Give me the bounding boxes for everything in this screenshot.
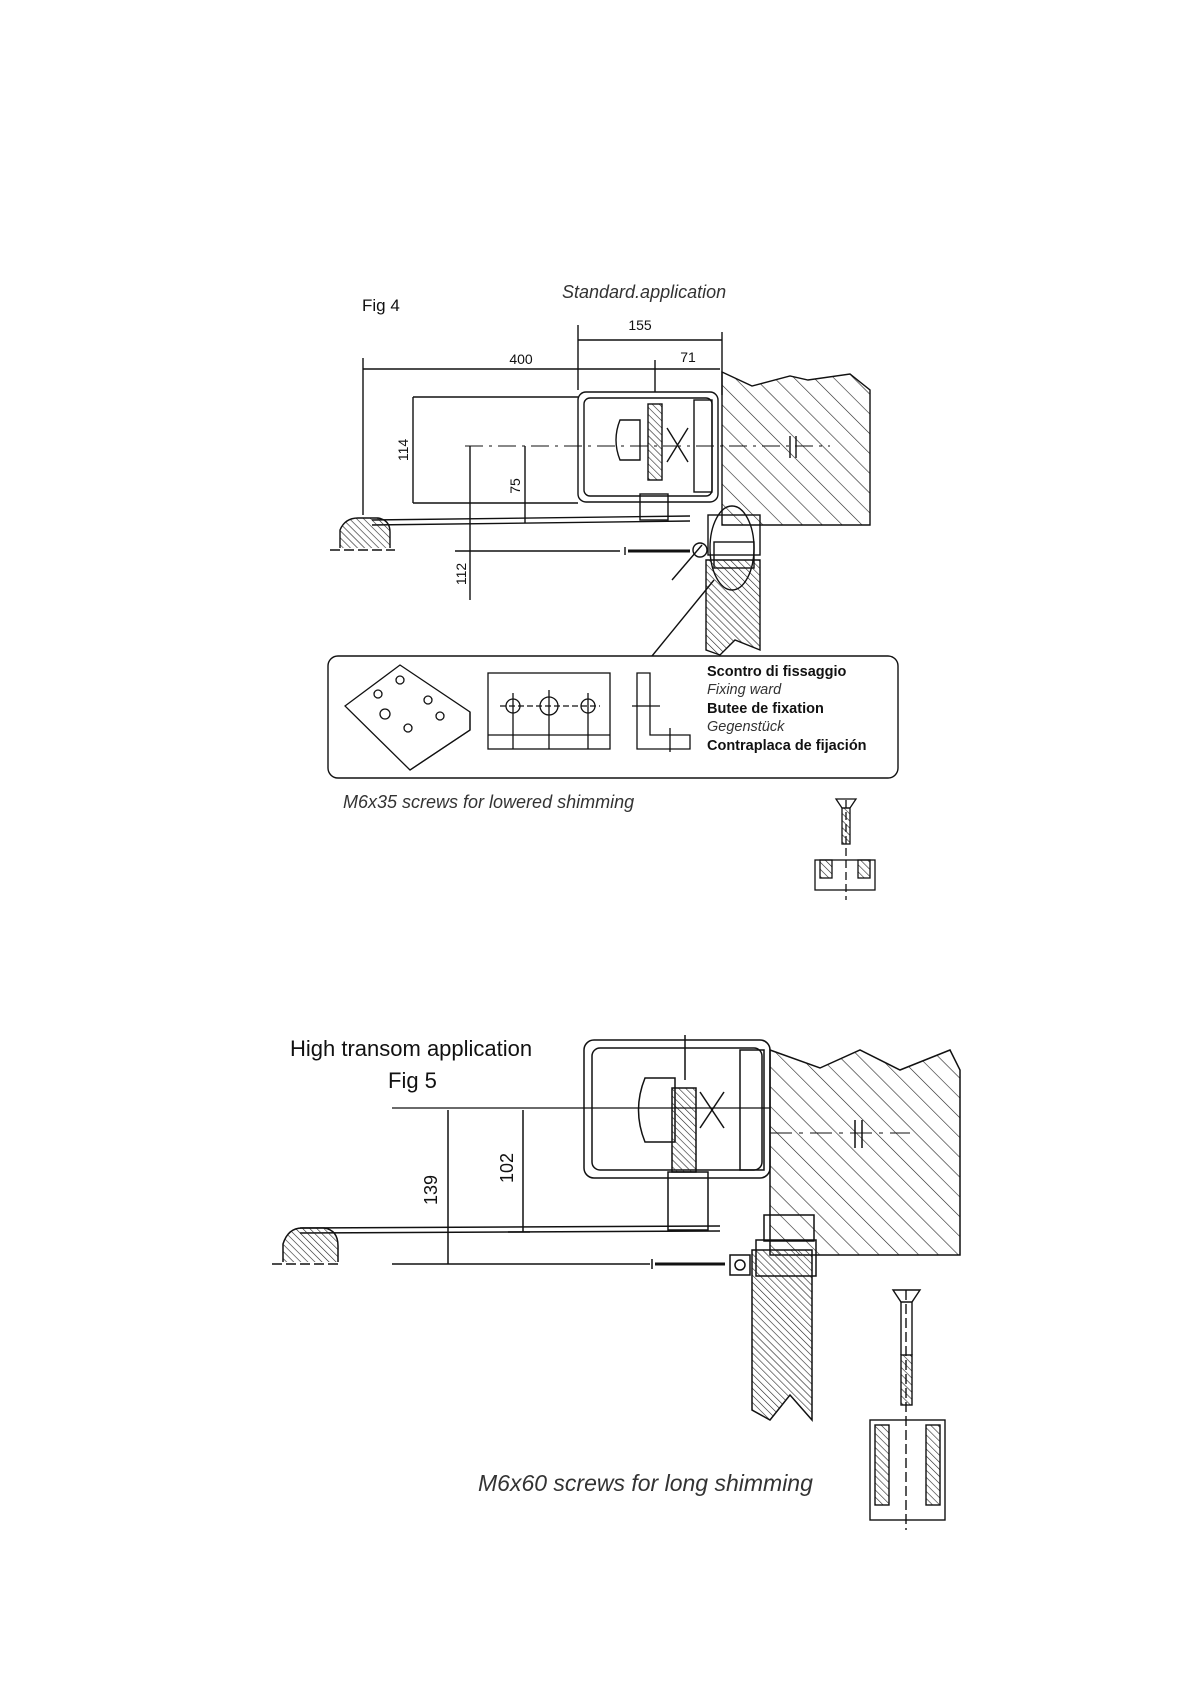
fig4-legend-line5: Contraplaca de fijación [707, 738, 867, 754]
fig4-legend-line3: Butee de fixation [707, 701, 824, 717]
fig5-arm-shoe [283, 1228, 338, 1262]
fig5-drawing [272, 1035, 960, 1420]
fig4-legend-line1: Scontro di fissaggio [707, 664, 846, 680]
fig4-bracket-front [488, 673, 610, 749]
fig4-legend-line2: Fixing ward [707, 682, 781, 698]
fig4-dim-155: 155 [628, 317, 652, 333]
fig5-dim-102: 102 [497, 1153, 517, 1183]
fig4-screws-caption: M6x35 screws for lowered shimming [343, 792, 634, 813]
fig5-dim-139: 139 [421, 1175, 441, 1205]
fig4-drawing [330, 325, 870, 656]
fig5-label: Fig 5 [388, 1068, 437, 1094]
fig5-wall [770, 1050, 960, 1255]
fig4-title: Standard.application [562, 282, 726, 303]
fig4-label: Fig 4 [362, 296, 400, 316]
fig4-dim-114: 114 [395, 439, 411, 462]
fig5-title: High transom application [290, 1036, 532, 1062]
fig4-arm-shoe [340, 518, 390, 548]
fig4-dim-112: 112 [453, 563, 469, 586]
fig4-bracket-3d [345, 665, 470, 770]
fig4-legend-line4: Gegenstück [707, 719, 784, 735]
fig5-screws-caption: M6x60 screws for long shimming [478, 1470, 813, 1497]
fig4-bracket-side [632, 673, 690, 752]
fig4-dim-71: 71 [680, 349, 696, 365]
fig4-screw-detail [815, 799, 875, 900]
fig5-screw-detail [870, 1290, 945, 1530]
fig4-dim-400: 400 [509, 351, 533, 367]
fig4-dim-75: 75 [507, 478, 523, 494]
